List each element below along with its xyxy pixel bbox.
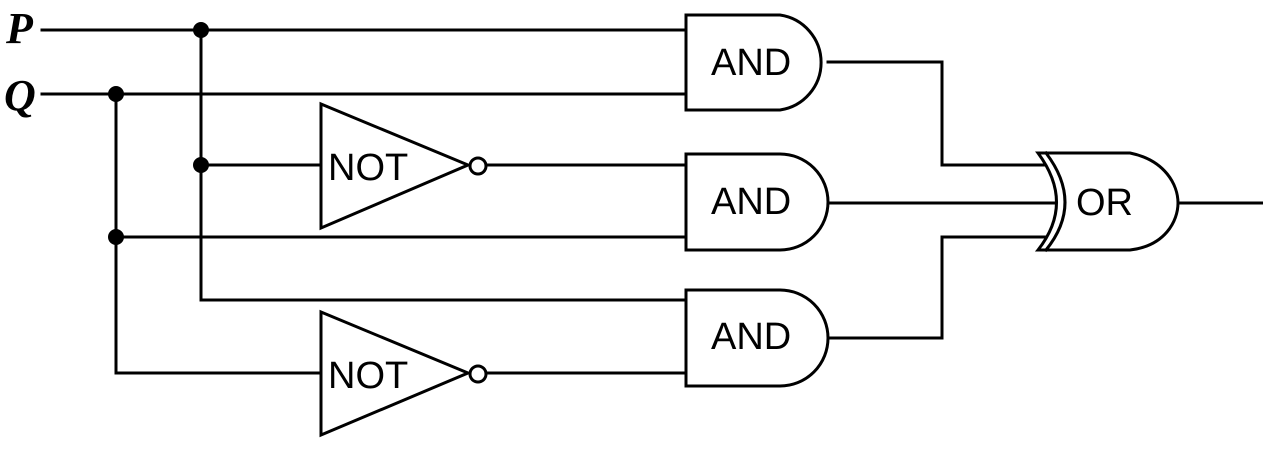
not-gate-top: NOT (319, 101, 488, 231)
or-gate-label: OR (1076, 182, 1133, 224)
not-gate-bottom-bubble (468, 364, 488, 384)
input-label-p: P (5, 4, 34, 53)
not-gate-bottom-label: NOT (328, 355, 408, 397)
or-gate-input-curve (1043, 150, 1067, 253)
junction-dot-q-top (108, 86, 124, 102)
not-gate-top-bubble (468, 156, 488, 176)
junction-dot-p-top (193, 22, 209, 38)
and-gate-middle-label: AND (711, 181, 791, 223)
junction-dot-p-middle (193, 157, 209, 173)
and-gate-middle: AND (684, 152, 830, 252)
junction-dot-q-middle (108, 229, 124, 245)
wire-and-bottom-to-or (826, 235, 1056, 340)
wire-and-top-to-or (826, 60, 1056, 167)
and-gate-top: AND (684, 13, 823, 112)
or-gate: OR (1034, 150, 1180, 253)
and-gate-bottom: AND (684, 288, 830, 388)
and-gate-top-label: AND (711, 42, 791, 84)
and-gate-bottom-label: AND (711, 316, 791, 358)
not-gate-top-label: NOT (328, 147, 408, 189)
not-gate-bottom: NOT (319, 309, 488, 438)
input-label-q: Q (4, 71, 36, 120)
